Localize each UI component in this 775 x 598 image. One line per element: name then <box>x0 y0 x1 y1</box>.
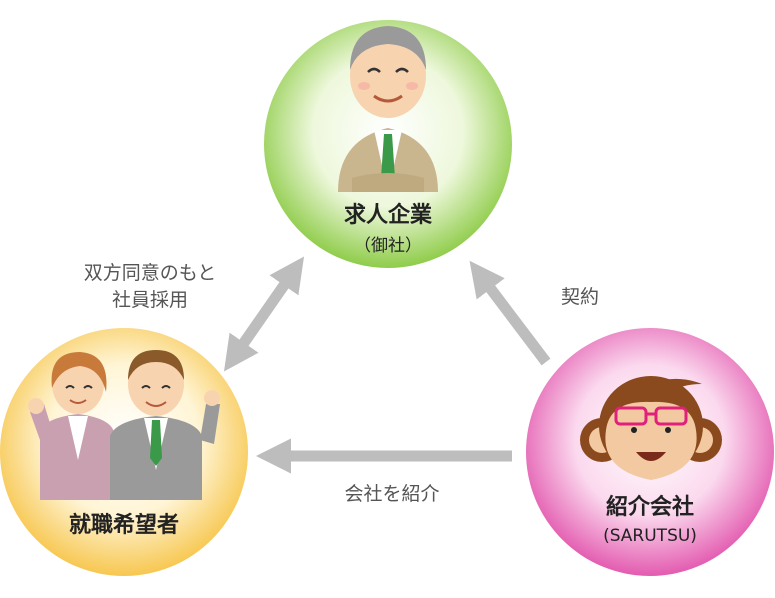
edge-label-contract: 契約 <box>561 286 599 308</box>
glasses-icon <box>614 406 688 426</box>
employer-sublabel: （御社） <box>354 236 422 256</box>
edge-label-mutual-line1: 双方同意のもと <box>84 262 217 284</box>
jobseekers-label: 就職希望者 <box>69 512 179 538</box>
arrow-mutual-hire <box>223 256 305 372</box>
edge-label-introduce: 会社を紹介 <box>344 483 439 505</box>
arrow-contract <box>469 260 551 366</box>
job-seekers-icon <box>28 350 220 500</box>
edge-label-mutual-line2: 社員採用 <box>112 289 188 311</box>
node-agency: 紹介会社 (SARUTSU) <box>526 328 774 576</box>
node-employer: 求人企業 （御社） <box>264 20 512 268</box>
employer-label: 求人企業 <box>344 202 433 228</box>
agency-label: 紹介会社 <box>606 494 694 520</box>
agency-sublabel: (SARUTSU) <box>603 526 697 546</box>
businessman-icon <box>338 26 438 192</box>
monkey-icon <box>580 376 722 480</box>
node-jobseekers: 就職希望者 <box>0 328 248 576</box>
